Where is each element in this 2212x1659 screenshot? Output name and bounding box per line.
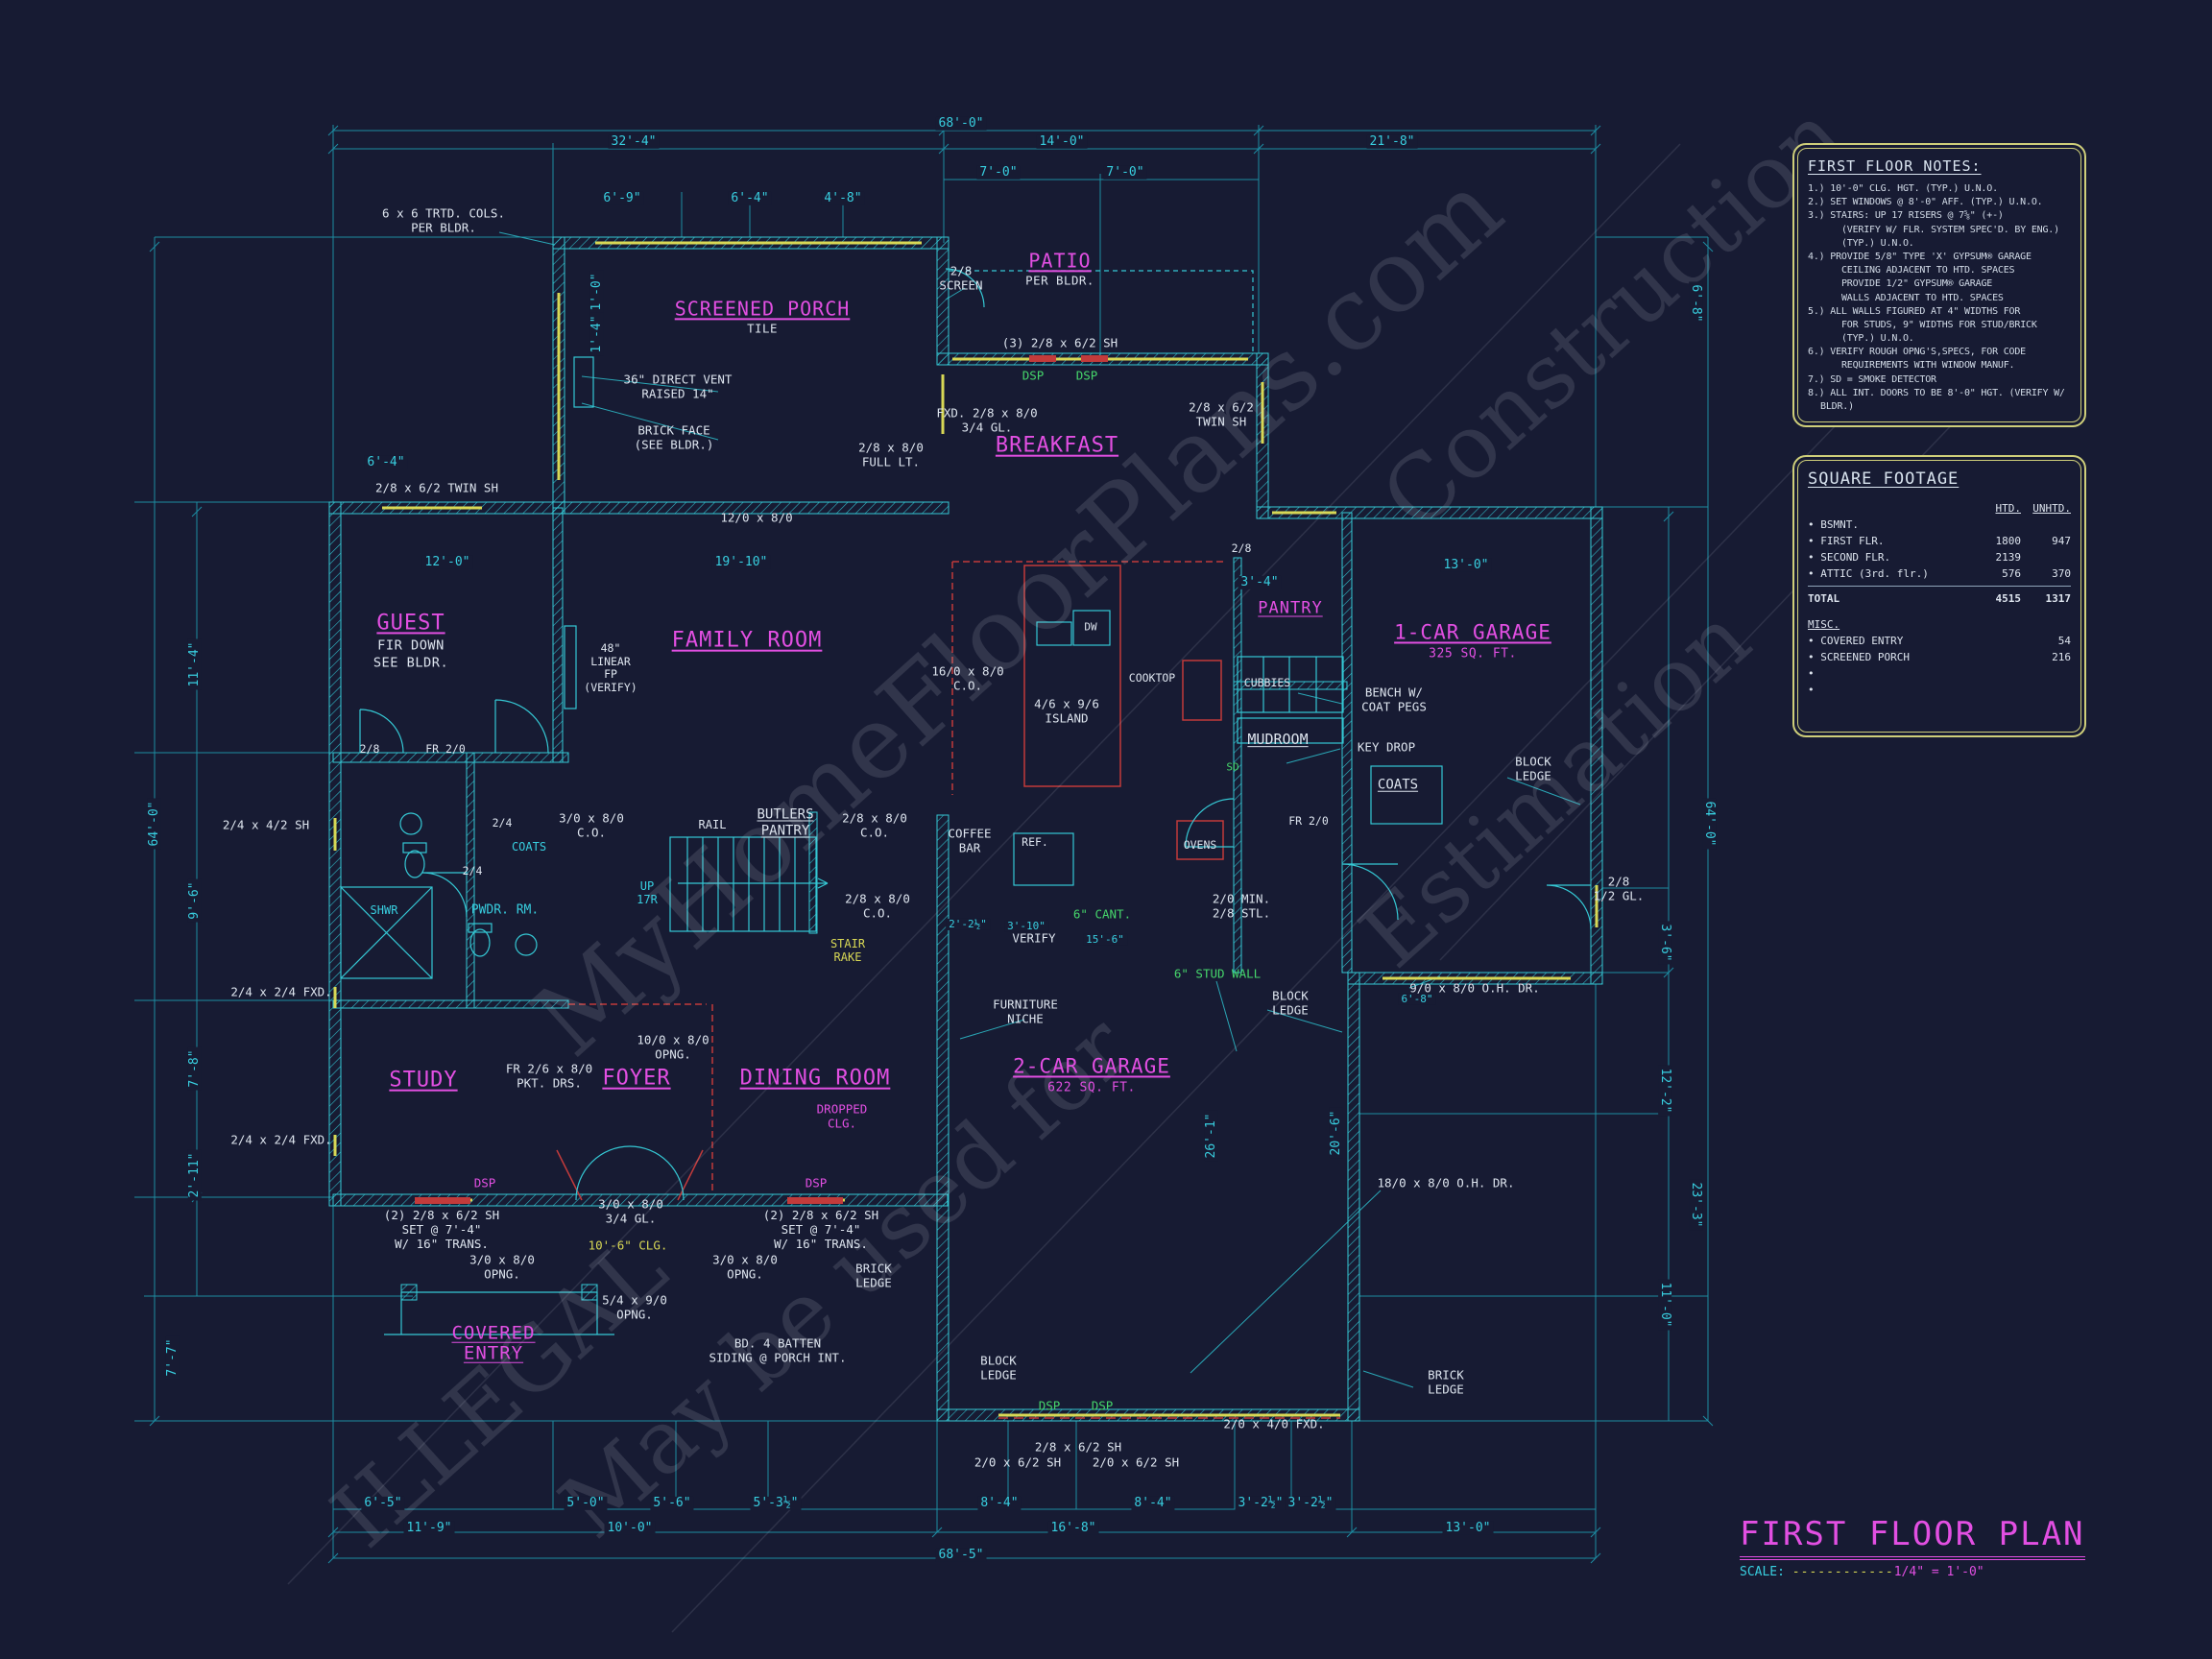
misc-title: MISC. <box>1808 618 1840 632</box>
misc-row: • <box>1808 665 2071 682</box>
walls <box>328 236 1603 1422</box>
note-line: 7.) SD = SMOKE DETECTOR <box>1808 373 1936 385</box>
note-line: (TYP.) U.N.O. <box>1808 237 1914 249</box>
row-label: • ATTIC (3rd. flr.) <box>1808 567 1929 581</box>
plan-title: FIRST FLOOR PLAN <box>1740 1515 2085 1560</box>
square-footage-row: • SECOND FLR. 2139 <box>1808 549 2071 565</box>
square-footage-row: • ATTIC (3rd. flr.) 576 370 <box>1808 565 2071 582</box>
note-line: (TYP.) U.N.O. <box>1808 333 1914 345</box>
square-footage-panel: SQUARE FOOTAGE HTD. UNHTD. • BSMNT. • FI… <box>1792 455 2086 737</box>
note-line: 6.) VERIFY ROUGH OPNG'S,SPECS, FOR CODE <box>1808 347 2026 358</box>
square-footage-row: TOTAL 4515 1317 <box>1808 586 2071 607</box>
misc-row-value <box>2021 682 2071 698</box>
red-accents <box>415 355 1340 1419</box>
note-line: CEILING ADJACENT TO HTD. SPACES <box>1808 265 2015 276</box>
row-unhtd-value <box>2021 517 2071 533</box>
note-line: PROVIDE 1/2" GYPSUM® GARAGE <box>1808 278 1993 290</box>
misc-row-value: 216 <box>2052 651 2071 664</box>
leader-lines <box>498 231 1581 1388</box>
misc-row-label: • <box>1808 684 1815 697</box>
misc-row: • COVERED ENTRY 54 <box>1808 633 2071 649</box>
misc-row-label: • <box>1808 667 1815 681</box>
note-line: FOR STUDS, 9" WIDTHS FOR STUD/BRICK <box>1808 319 2037 330</box>
scale-label: SCALE: <box>1740 1565 1792 1579</box>
square-footage-row: • BSMNT. <box>1808 517 2071 533</box>
first-floor-notes-panel: FIRST FLOOR NOTES: 1.) 10'-0" CLG. HGT. … <box>1792 143 2086 427</box>
misc-row-value <box>2021 665 2071 682</box>
misc-row-label: • COVERED ENTRY <box>1808 635 1904 648</box>
note-line: 2.) SET WINDOWS @ 8'-0" AFF. (TYP.) U.N.… <box>1808 197 2043 208</box>
notes-title: FIRST FLOOR NOTES: <box>1808 157 1982 175</box>
square-footage-title: SQUARE FOOTAGE <box>1808 469 1960 489</box>
note-line: WALLS ADJACENT TO HTD. SPACES <box>1808 292 2004 303</box>
plan-scale: SCALE: ------------1/4" = 1'-0" <box>1740 1565 2085 1579</box>
note-line: 5.) ALL WALLS FIGURED AT 4" WIDTHS FOR <box>1808 305 2021 317</box>
row-unhtd-value <box>2021 549 2071 565</box>
misc-row-label: • SCREENED PORCH <box>1808 651 1910 664</box>
note-line: (VERIFY W/ FLR. SYSTEM SPEC'D. BY ENG.) <box>1808 224 2059 235</box>
row-htd-value: 1800 <box>1995 535 2022 548</box>
misc-row-value: 54 <box>2057 635 2071 648</box>
scale-value: 1/4" = 1'-0" <box>1893 1565 1984 1579</box>
scale-dashes: ------------ <box>1791 1565 1894 1579</box>
row-htd-value: 4515 <box>1995 592 2022 606</box>
misc-row: • SCREENED PORCH 216 <box>1808 649 2071 665</box>
drawing-title-block: FIRST FLOOR PLAN SCALE: ------------1/4"… <box>1740 1515 2085 1579</box>
misc-row: • <box>1808 682 2071 698</box>
row-htd-value: 576 <box>2002 567 2021 581</box>
row-label: TOTAL <box>1808 592 1840 606</box>
row-htd-value: 2139 <box>1995 551 2022 565</box>
square-footage-header: HTD. UNHTD. <box>1808 500 2072 517</box>
window-highlights <box>333 241 1599 1417</box>
note-line: REQUIREMENTS WITH WINDOW MANUF. <box>1808 360 2015 372</box>
row-label: • FIRST FLR. <box>1808 535 1885 548</box>
row-htd-value <box>1971 517 2021 533</box>
column-htd: HTD. <box>1995 502 2022 515</box>
row-unhtd-value: 1317 <box>2045 592 2072 606</box>
square-footage-row: • FIRST FLR. 1800 947 <box>1808 533 2071 549</box>
row-label: • BSMNT. <box>1808 518 1859 532</box>
row-unhtd-value: 370 <box>2052 567 2071 581</box>
note-line: 1.) 10'-0" CLG. HGT. (TYP.) U.N.O. <box>1808 183 1998 194</box>
column-unhtd: UNHTD. <box>2032 502 2071 515</box>
note-line: 3.) STAIRS: UP 17 RISERS @ 7⅝" (+-) <box>1808 210 2004 222</box>
row-unhtd-value: 947 <box>2052 535 2071 548</box>
note-line: 4.) PROVIDE 5/8" TYPE 'X' GYPSUM® GARAGE <box>1808 251 2032 262</box>
row-label: • SECOND FLR. <box>1808 551 1891 565</box>
dimension-lines <box>134 125 1714 1564</box>
fixtures <box>340 268 1592 1335</box>
note-line: 8.) ALL INT. DOORS TO BE 8'-0" HGT. (VER… <box>1808 387 2071 412</box>
